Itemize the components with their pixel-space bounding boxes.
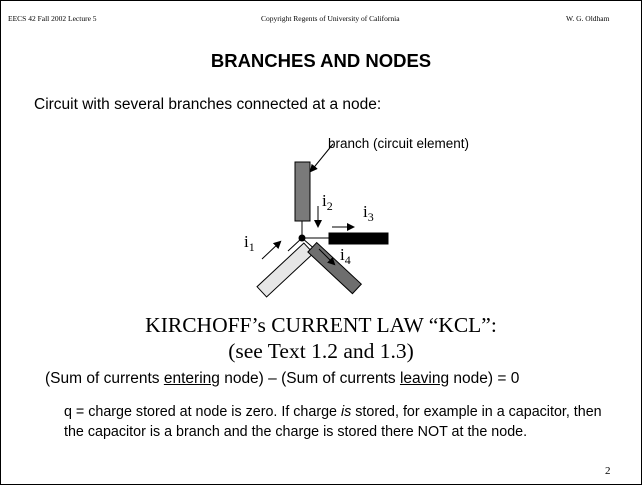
- slide-subtitle: Circuit with several branches connected …: [34, 96, 382, 113]
- current-arrow-i1: [261, 240, 282, 260]
- branch-top: [294, 161, 311, 222]
- current-label-i4: i4: [340, 245, 351, 267]
- charge-note: q = charge stored at node is zero. If ch…: [64, 404, 602, 440]
- branch-left: [256, 242, 315, 298]
- emphasis-is: is: [340, 404, 352, 420]
- leaving-word: leaving: [399, 370, 450, 387]
- current-arrow-i4: [318, 248, 336, 266]
- branch-pointer-arrow: [309, 143, 334, 173]
- kcl-text-reference: (see Text 1.2 and 1.3): [228, 339, 414, 363]
- kcl-heading: KIRCHOFF’s CURRENT LAW “KCL”:: [145, 313, 497, 337]
- slide-title: BRANCHES AND NODES: [210, 50, 432, 71]
- header-copyright: Copyright Regents of University of Calif…: [261, 14, 400, 23]
- header-author: W. G. Oldham: [566, 14, 610, 23]
- entering-word: entering: [163, 370, 220, 387]
- branch-bottom-right: [307, 241, 363, 295]
- current-label-i3: i3: [363, 202, 374, 224]
- page-number: 2: [605, 465, 611, 477]
- node-dot: [298, 234, 306, 242]
- header-course: EECS 42 Fall 2002 Lecture 5: [8, 14, 97, 23]
- kcl-equation: (Sum of currents entering node) – (Sum o…: [45, 370, 520, 387]
- current-label-i2: i2: [322, 191, 333, 213]
- branch-label: branch (circuit element): [328, 136, 469, 151]
- current-label-i1: i1: [244, 232, 255, 254]
- branch-right: [328, 232, 389, 245]
- node-diagram: branch (circuit element) i2 i3 i1 i4: [244, 136, 469, 298]
